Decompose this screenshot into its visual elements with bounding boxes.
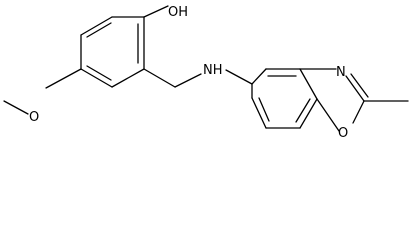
oxazole-ring: [299, 68, 369, 132]
atom-ring-nitrogen: N: [336, 65, 346, 80]
bond-ring-ch2: [143, 68, 176, 88]
atom-amine: NH: [203, 63, 223, 78]
bond-c-o-methoxy: [45, 68, 82, 89]
bond-ch2-nh: [174, 73, 202, 88]
benzoxazole-benzene-ring: [251, 68, 318, 129]
atom-ring-oxygen: O: [338, 126, 348, 141]
bond-c-oh: [143, 5, 169, 18]
molecule-structure: OH O NH N O: [3, 5, 409, 141]
phenol-ring: [80, 16, 145, 88]
atom-methoxy-oxygen: O: [29, 110, 39, 125]
bond-nh-ring: [225, 69, 253, 85]
bond-o-methyl: [3, 100, 29, 115]
atom-hydroxyl: OH: [168, 5, 188, 20]
